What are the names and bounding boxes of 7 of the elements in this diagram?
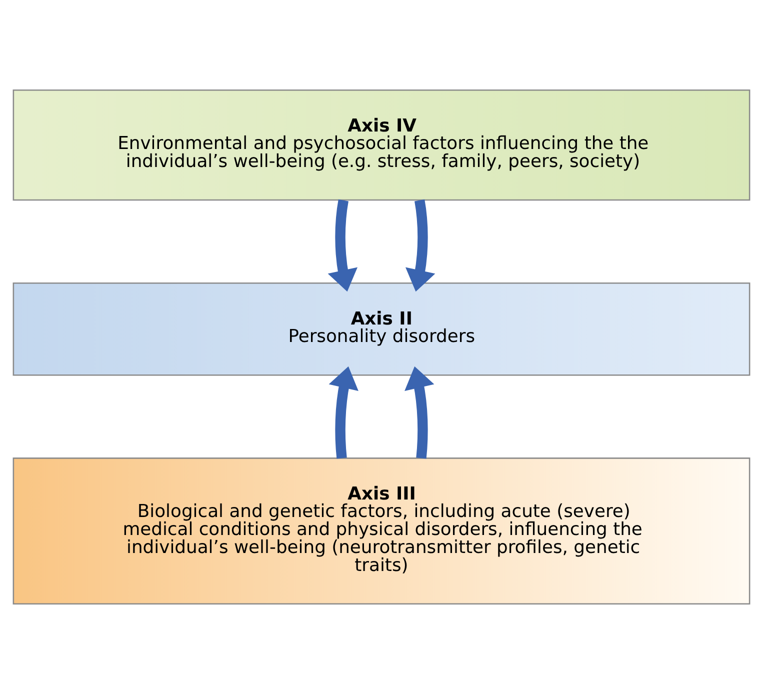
arrow [328, 198, 358, 292]
node-box: Axis II Personality disorders [12, 282, 750, 376]
arrow [405, 198, 436, 292]
node-box: Axis IV Environmental and psychosocial factors influencing the the individual’s well-being (e.g. stress, family, peers, society) [12, 88, 750, 200]
arrow [404, 366, 434, 458]
arrow [328, 366, 358, 458]
node-box: Axis III Biological and genetic factors, including acute (severe) medical conditions and physical disorders, influencing the individual’s well-being (neurotransmitter profiles, genetic traits) [12, 457, 750, 604]
